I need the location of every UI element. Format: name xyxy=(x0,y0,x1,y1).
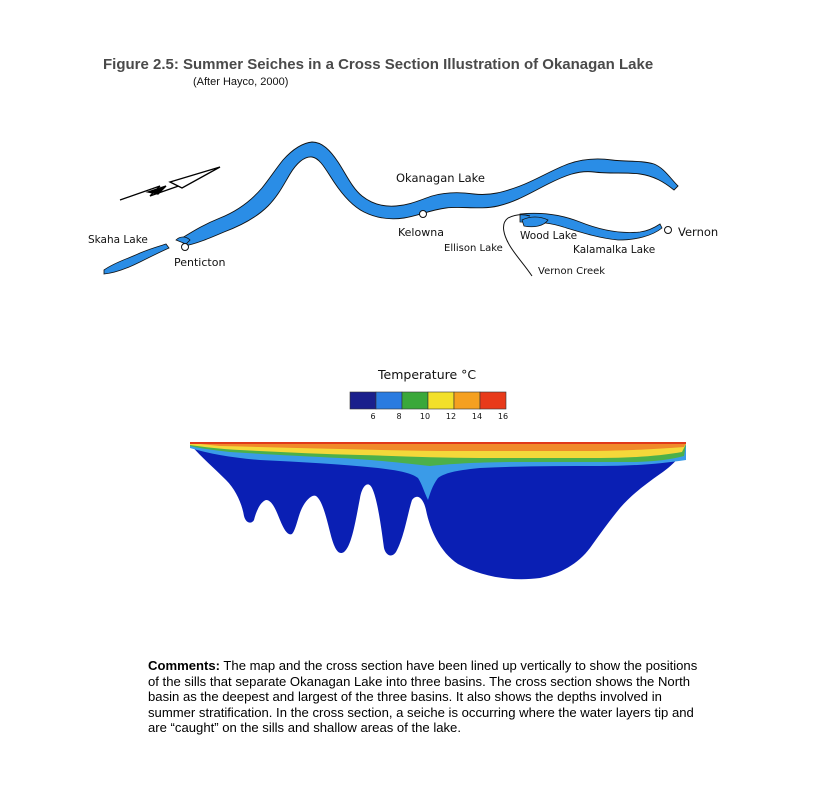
legend-swatch xyxy=(453,391,481,410)
legend-swatch xyxy=(479,391,507,410)
lake-cross-section xyxy=(190,442,686,580)
wood-lake-label: Wood Lake xyxy=(520,230,577,242)
penticton-label: Penticton xyxy=(174,256,225,269)
comments-text: The map and the cross section have been … xyxy=(148,658,698,736)
kalamalka-lake-label: Kalamalka Lake xyxy=(573,244,655,256)
legend-tick-label: 12 xyxy=(446,412,456,421)
legend-tick-label: 6 xyxy=(370,412,375,421)
legend-swatch xyxy=(349,391,377,410)
okanagan-lake-shape xyxy=(181,141,679,247)
legend-swatch xyxy=(401,391,429,410)
legend-title: Temperature °C xyxy=(377,367,476,382)
figure-title: Figure 2.5: Summer Seiches in a Cross Se… xyxy=(103,56,654,73)
okanagan-lake-label: Okanagan Lake xyxy=(396,171,485,185)
temperature-legend: Temperature °C 6 8 10 12 14 16 xyxy=(349,367,508,421)
legend-tick-label: 14 xyxy=(472,412,482,421)
comments-label: Comments: xyxy=(148,658,221,673)
vernon-marker xyxy=(664,226,672,234)
comments-paragraph: Comments: The map and the cross section … xyxy=(148,658,708,736)
skaha-lake-shape xyxy=(103,243,170,275)
cross-section-orange-layer xyxy=(190,443,686,451)
kelowna-marker xyxy=(419,210,427,218)
kelowna-label: Kelowna xyxy=(398,226,444,239)
kalamalka-lake-shape xyxy=(519,212,663,241)
legend-tick-label: 16 xyxy=(498,412,508,421)
penticton-marker xyxy=(181,243,189,251)
skaha-lake-label: Skaha Lake xyxy=(88,234,148,246)
legend-swatch xyxy=(427,391,455,410)
legend-tick-label: 8 xyxy=(396,412,401,421)
figure-subtitle: (After Hayco, 2000) xyxy=(193,76,289,88)
legend-tick-label: 10 xyxy=(420,412,430,421)
vernon-creek-line xyxy=(503,217,533,277)
legend-swatch xyxy=(375,391,403,410)
ellison-lake-label: Ellison Lake xyxy=(444,243,503,254)
vernon-label: Vernon xyxy=(678,225,718,239)
north-arrow-icon xyxy=(119,166,221,201)
vernon-creek-label: Vernon Creek xyxy=(538,266,605,277)
cross-section-surface-layer xyxy=(190,442,686,444)
wood-lake-shape xyxy=(521,216,549,228)
cross-section-deep-water xyxy=(190,444,686,580)
